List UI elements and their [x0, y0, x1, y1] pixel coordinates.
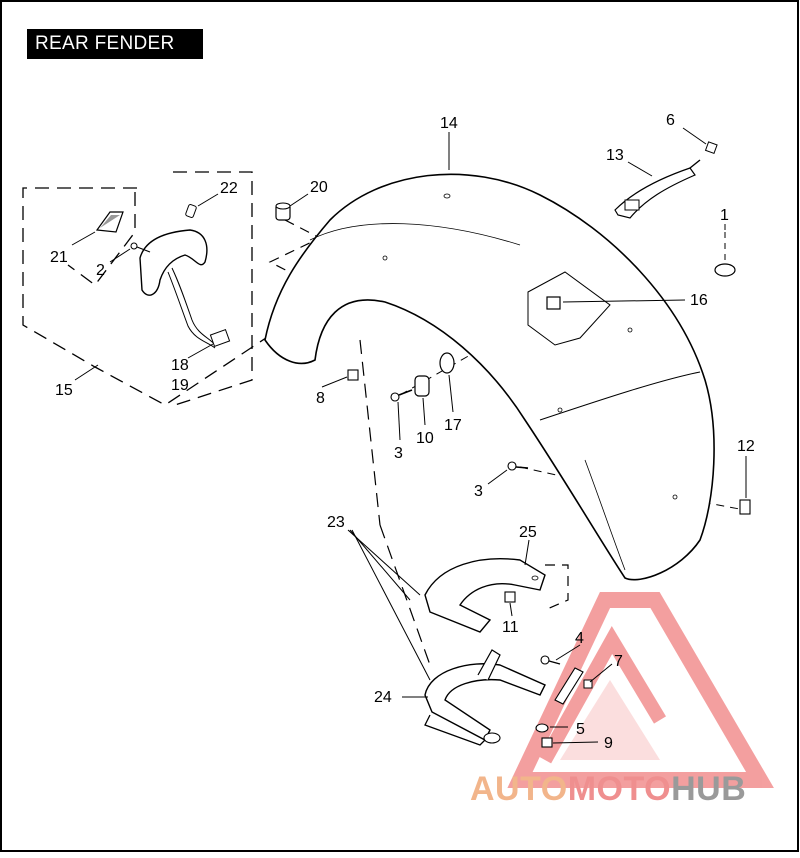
callout-17: 17: [444, 417, 462, 434]
callout-23: 23: [327, 514, 345, 531]
watermark-part-3: HUB: [671, 770, 747, 808]
watermark-part-2: MOTO: [567, 770, 672, 808]
nut-16: [546, 296, 561, 310]
callout-18: 18: [171, 357, 189, 374]
screw: [130, 242, 151, 253]
callout-14: 14: [440, 115, 458, 132]
callout-24: 24: [374, 689, 392, 706]
connector-rack: [379, 524, 431, 666]
callout-7: 7: [614, 653, 623, 670]
group-outline-15: [22, 187, 279, 406]
nut-6: [704, 141, 718, 155]
callout-4: 4: [575, 630, 584, 647]
page-title: REAR FENDER: [27, 29, 203, 59]
callout-3a: 3: [394, 445, 403, 462]
nut-11: [504, 591, 516, 603]
bulb: [185, 204, 197, 218]
callout-21: 21: [50, 249, 68, 266]
rack-bracket: [424, 558, 546, 633]
nut-8: [347, 369, 359, 381]
callout-3b: 3: [474, 483, 483, 500]
connector-25: [544, 564, 569, 611]
callout-25: 25: [519, 524, 537, 541]
grommet: [275, 202, 291, 221]
lamp-lens: [95, 211, 124, 233]
callout-10: 10: [416, 430, 434, 447]
screw-3: [390, 389, 413, 402]
spacer: [414, 375, 430, 397]
leader-lines: [71, 127, 747, 744]
callout-16: 16: [690, 292, 708, 309]
watermark-part-1: AUTO: [470, 770, 568, 808]
washer: [439, 352, 455, 374]
callout-9: 9: [604, 735, 613, 752]
callout-1: 1: [720, 207, 729, 224]
tail-lamp-housing: [139, 229, 231, 349]
callout-22: 22: [220, 180, 238, 197]
callout-19: 19: [171, 377, 189, 394]
watermark-logo: [507, 592, 774, 788]
nut-7: [583, 679, 593, 689]
watermark-text: AUTOMOTOHUB: [470, 770, 746, 809]
fender-bracket: [614, 159, 701, 219]
callout-6: 6: [666, 112, 675, 129]
connector-20: [268, 219, 322, 281]
screw-3b: [507, 461, 529, 471]
callout-8: 8: [316, 390, 325, 407]
screw-4: [540, 655, 561, 665]
callout-15: 15: [55, 382, 73, 399]
clip: [739, 499, 751, 515]
group-outline-18: [173, 171, 253, 406]
luggage-rack: [424, 649, 546, 746]
nut-9: [541, 737, 553, 748]
callout-12: 12: [737, 438, 755, 455]
plug: [714, 263, 736, 277]
callout-11: 11: [502, 619, 519, 636]
callout-13: 13: [606, 147, 624, 164]
strap: [554, 667, 584, 705]
connector-fender-left: [359, 339, 381, 526]
rear-fender: [264, 173, 715, 581]
washer-5: [535, 723, 549, 733]
callout-20: 20: [310, 179, 328, 196]
callout-5: 5: [576, 721, 585, 738]
callout-2: 2: [96, 262, 105, 279]
